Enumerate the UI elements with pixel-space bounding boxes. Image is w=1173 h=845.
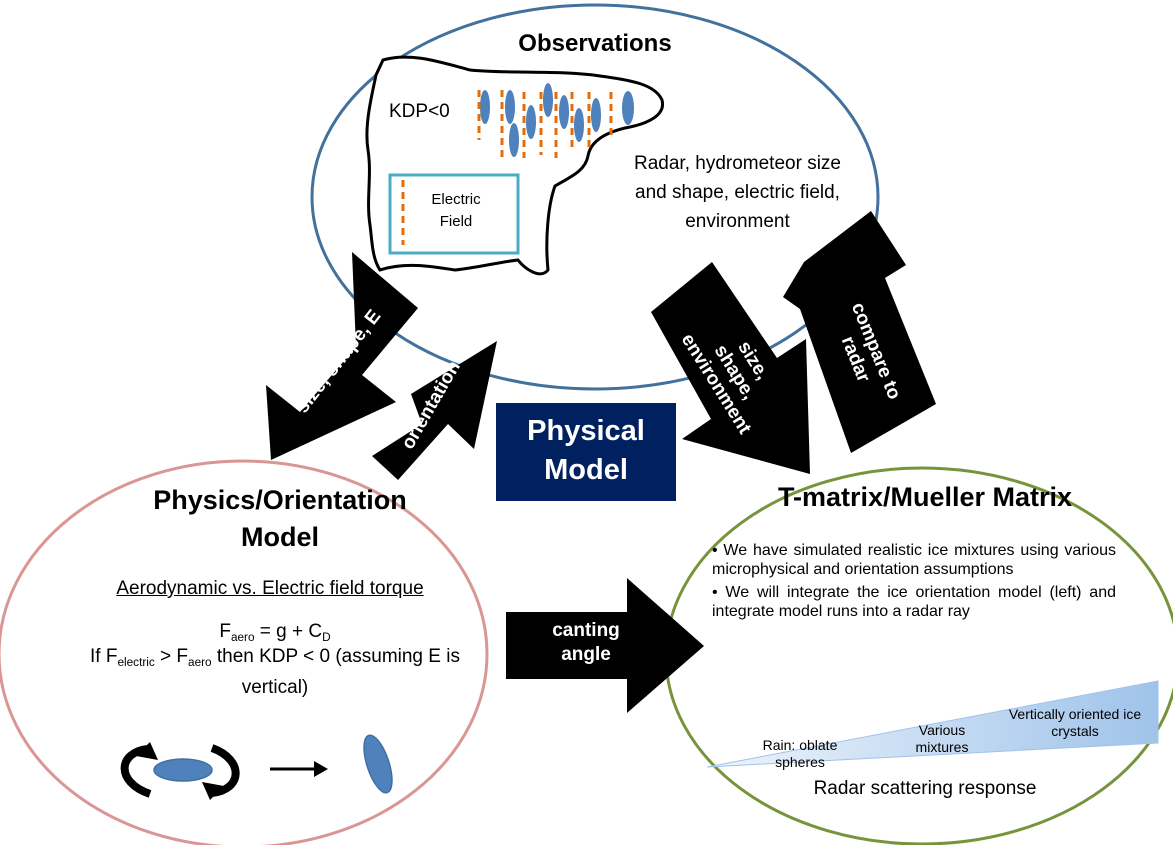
- storm-cloud-outline: [365, 55, 664, 276]
- arrow-compare-to-radar: [783, 211, 936, 453]
- hydrometeor-particle: [591, 98, 601, 132]
- electric-field-lines: [401, 90, 613, 245]
- tmatrix-bullet-1: • We have simulated realistic ice mixtur…: [712, 542, 1116, 578]
- hydrometeor-particle: [526, 105, 536, 139]
- physics-model-title: Physics/Orientation Model: [153, 485, 407, 552]
- hydrometeor-particle: [480, 90, 490, 124]
- electric-field-label: Electric Field: [431, 191, 481, 230]
- arrow-size-shape-environment: [651, 262, 810, 474]
- eq1-sub1: aero: [230, 631, 255, 645]
- scatter-label-rain: Rain: oblate spheres: [762, 737, 838, 770]
- hydrometeor-particle: [505, 90, 515, 124]
- transition-arrowhead: [314, 761, 328, 777]
- physics-model-subtitle: Aerodynamic vs. Electric field torque: [116, 578, 424, 599]
- eq2-s2: aero: [188, 656, 212, 670]
- eq1-rest: = g + C: [254, 621, 323, 642]
- eq2-p1: If F: [90, 646, 118, 667]
- vertical-particle-icon: [363, 734, 393, 794]
- scatter-label-vertical: Vertically oriented ice crystals: [1008, 706, 1142, 739]
- kdp-label: KDP<0: [389, 101, 450, 122]
- hydrometeor-particle: [622, 91, 634, 125]
- physical-model-label: Physical Model: [527, 415, 645, 486]
- hydrometeor-group: [480, 83, 634, 157]
- tmatrix-bullets: • We have simulated realistic ice mixtur…: [712, 541, 1116, 625]
- horizontal-particle-icon: [153, 758, 213, 782]
- tmatrix-title: T-matrix/Mueller Matrix: [777, 482, 1073, 512]
- hydrometeor-particle: [574, 108, 584, 142]
- tmatrix-bullet-2: • We will integrate the ice orientation …: [712, 584, 1116, 620]
- hydrometeor-particle: [543, 83, 553, 117]
- physics-eq2: If Felectric > Faero then KDP < 0 (assum…: [75, 644, 475, 700]
- rotation-symbol: [120, 742, 240, 800]
- eq2-s1: electric: [117, 656, 155, 670]
- eq1-prefix: F: [219, 621, 231, 642]
- physical-model-box: [496, 403, 676, 501]
- hydrometeor-particle: [559, 95, 569, 129]
- scattering-wedge: [706, 680, 1159, 768]
- observations-title: Observations: [518, 30, 672, 57]
- arrow-orientation: [372, 341, 497, 480]
- eq2-p2: > F: [154, 646, 189, 667]
- scatter-label-mixtures: Various mixtures: [915, 722, 969, 755]
- radar-scattering-response: Radar scattering response: [813, 778, 1037, 799]
- electric-field-box: [388, 173, 520, 255]
- label-canting-angle: canting angle: [552, 620, 620, 665]
- hydrometeor-particle: [509, 123, 519, 157]
- arrow-canting-angle: [506, 578, 704, 713]
- eq1-sub2: D: [322, 631, 331, 645]
- arrow-size-shape-e: [266, 252, 418, 460]
- observations-description: Radar, hydrometeor size and shape, elect…: [634, 153, 841, 232]
- eq2-p3: then KDP < 0 (assuming E is vertical): [211, 646, 460, 699]
- physics-eq1: Faero = g + CD: [150, 621, 400, 644]
